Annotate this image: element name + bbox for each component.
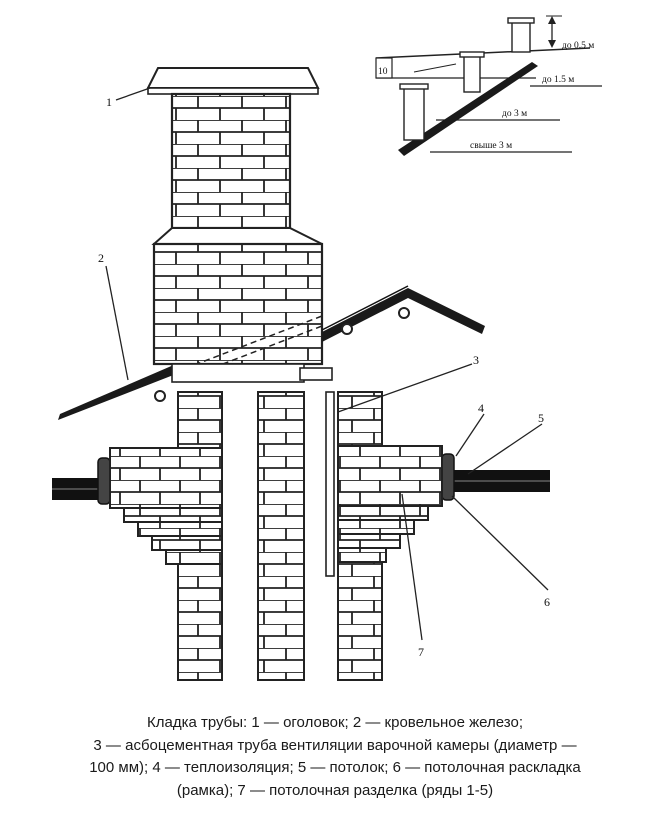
figure-caption: Кладка трубы: 1 — оголовок; 2 — кровельн…	[0, 712, 670, 802]
label-3: 3	[473, 353, 479, 367]
insulation-right	[441, 453, 455, 501]
inset-height-1-5: до 1.5 м	[542, 75, 574, 85]
caption-line-4: (рамка); 7 — потолочная разделка (ряды 1…	[176, 781, 494, 799]
label-6: 6	[544, 595, 550, 609]
insulation-left	[97, 457, 111, 505]
caption-line-3: 100 мм); 4 — теплоизоляция; 5 — потолок;…	[89, 759, 581, 776]
ceiling-cutting-right	[337, 445, 443, 563]
label-4: 4	[478, 401, 484, 415]
caption-line-1: Кладка трубы: 1 — оголовок; 2 — кровельн…	[146, 714, 524, 731]
asbestos-vent-pipe	[325, 391, 335, 577]
chimney-upper-stack	[170, 92, 292, 230]
inset-height-over-3: свыше 3 м	[470, 141, 512, 151]
chimney-lower-stack	[152, 242, 324, 366]
label-5: 5	[538, 411, 544, 425]
label-1: 1	[106, 95, 112, 109]
leader-lines	[105, 87, 549, 641]
label-2: 2	[98, 251, 104, 265]
inset-height-3: до 3 м	[502, 109, 527, 119]
label-7: 7	[418, 645, 424, 659]
inset-height-0-5: до 0.5 м	[562, 41, 594, 51]
chimney-cap	[146, 67, 320, 95]
caption-line-2: 3 — асбоцементная труба вентиляции вароч…	[93, 736, 577, 754]
flue-wall-middle	[257, 391, 305, 681]
height-inset: 10 до 0.5 м до 1.5 м до 3 м свыше 3 м	[375, 15, 602, 156]
chimney-masonry-diagram: 1 2 3 4 5 6 7 10 до 0.5 м до 1.5	[52, 15, 602, 681]
roof-iron	[58, 285, 485, 420]
chimney-corbel	[151, 227, 323, 245]
asbestos-pipe-slope	[171, 315, 333, 383]
ceiling-cutting-left	[109, 447, 223, 565]
inset-angle-label: 10	[378, 67, 388, 77]
